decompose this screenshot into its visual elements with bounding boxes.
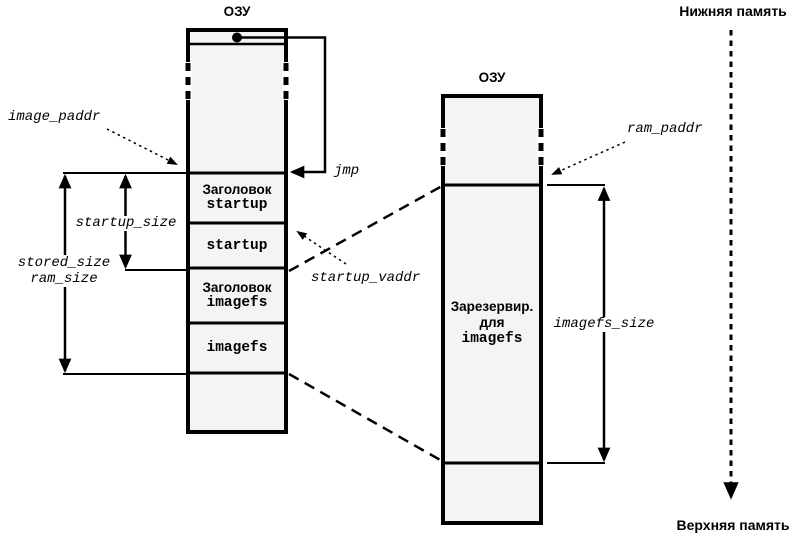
section-header-imagefs-word: Заголовок <box>202 280 272 295</box>
right-ram-outline <box>441 94 543 525</box>
left-ram-box <box>184 28 290 434</box>
section-header-imagefs: Заголовок imagefs <box>188 280 286 311</box>
left-ram-title: ОЗУ <box>223 4 251 19</box>
section-header-startup-word: Заголовок <box>202 182 272 197</box>
jmp-label: jmp <box>334 163 360 179</box>
right-ram-box <box>439 94 545 525</box>
reserved-line1: Зарезервир. <box>450 299 534 314</box>
section-header-startup-name: startup <box>206 197 268 213</box>
image-paddr-pointer <box>106 128 178 165</box>
section-startup-label: startup <box>206 238 268 254</box>
imagefs-size-label: imagefs_size <box>550 317 658 332</box>
lower-memory-label: Нижняя память <box>679 3 787 19</box>
upper-memory-label: Верхняя память <box>676 517 790 533</box>
stored-ram-size-label: stored_size ram_size <box>14 255 114 287</box>
mapping-line-bottom <box>288 372 443 463</box>
section-reserved-imagefs: Зарезервир. для imagefs <box>443 299 541 347</box>
section-imagefs-label: imagefs <box>206 340 268 356</box>
startup-size-label: startup_size <box>72 216 180 231</box>
ram-paddr-pointer <box>551 141 626 175</box>
reserved-line2: для <box>479 315 505 330</box>
stored-size-label: stored_size <box>17 255 111 271</box>
right-ram-title: ОЗУ <box>478 70 506 85</box>
section-imagefs: imagefs <box>188 340 286 356</box>
image-paddr-label: image_paddr <box>8 109 101 125</box>
section-startup: startup <box>188 238 286 254</box>
ram-size-label: ram_size <box>30 271 98 287</box>
reserved-line3: imagefs <box>461 331 523 347</box>
left-ram-outline <box>186 28 288 434</box>
section-header-startup: Заголовок startup <box>188 182 286 213</box>
ram-paddr-label: ram_paddr <box>627 121 703 137</box>
section-header-imagefs-name: imagefs <box>206 295 268 311</box>
startup-vaddr-label: startup_vaddr <box>311 270 421 286</box>
startup-vaddr-pointer <box>296 230 347 265</box>
mapping-line-top <box>288 184 443 273</box>
jmp-arrow <box>237 36 327 179</box>
